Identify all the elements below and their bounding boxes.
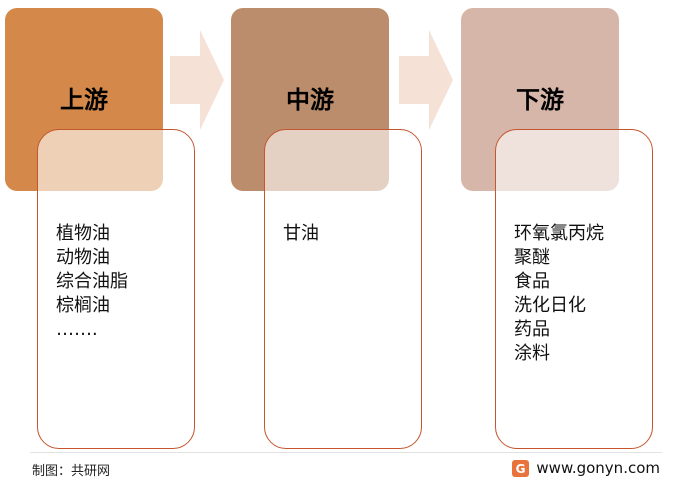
footer-brand: G www.gonyn.com [512, 457, 660, 479]
list-item: 食品 [514, 271, 550, 292]
stage-title-midstream: 中游 [286, 86, 334, 114]
stage-title-upstream: 上游 [60, 86, 108, 114]
item-list-upstream: 植物油 动物油 综合油脂 棕榈油 ……. [56, 222, 188, 342]
gonyn-logo-icon: G [512, 459, 530, 477]
flow-arrow-icon [170, 30, 224, 130]
list-item: 聚醚 [514, 247, 550, 268]
website-link[interactable]: www.gonyn.com [536, 459, 660, 477]
list-item: 综合油脂 [56, 271, 128, 292]
item-list-downstream: 环氧氯丙烷 聚醚 食品 洗化日化 药品 涂料 [514, 222, 646, 366]
list-item: 动物油 [56, 247, 110, 268]
item-list-midstream: 甘油 [283, 222, 415, 246]
list-item: 药品 [514, 319, 550, 340]
stage-items-box-upstream: 植物油 动物油 综合油脂 棕榈油 ……. [37, 129, 195, 449]
list-item: 甘油 [283, 223, 319, 244]
list-item: 环氧氯丙烷 [514, 223, 604, 244]
list-item: 涂料 [514, 343, 550, 364]
list-item: 棕榈油 [56, 295, 110, 316]
flow-arrow-icon [399, 30, 453, 130]
stage-items-box-midstream: 甘油 [264, 129, 422, 449]
source-credit: 制图：共研网 [32, 464, 111, 479]
list-item: 洗化日化 [514, 295, 586, 316]
stage-title-downstream: 下游 [516, 86, 564, 114]
list-item: ……. [56, 319, 98, 340]
footer-divider [30, 452, 662, 453]
svg-text:G: G [516, 462, 526, 476]
stage-items-box-downstream: 环氧氯丙烷 聚醚 食品 洗化日化 药品 涂料 [495, 129, 653, 449]
list-item: 植物油 [56, 223, 110, 244]
